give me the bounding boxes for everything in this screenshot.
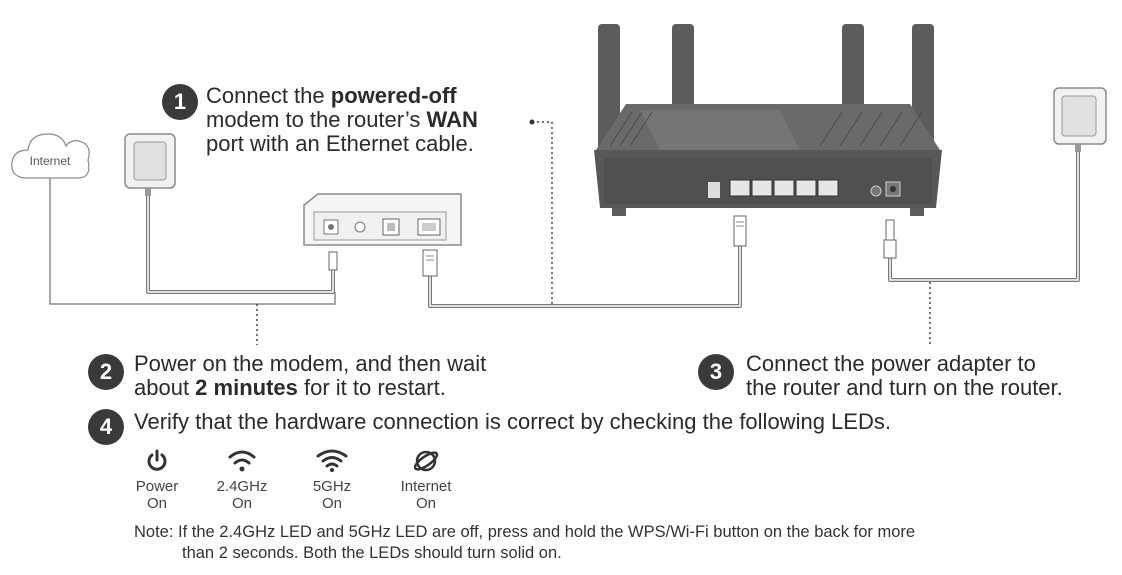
note: Note: If the 2.4GHz LED and 5GHz LED are…: [134, 522, 915, 564]
step-3-text: Connect the power adapter to the router …: [746, 352, 1063, 400]
step-number-badge: 4: [88, 409, 124, 445]
step-1-line2: modem to the router’s: [206, 107, 427, 132]
step-number-badge: 2: [88, 354, 124, 390]
power-icon: [117, 446, 197, 476]
internet-cloud: Internet: [11, 133, 90, 179]
step-1: 1 Connect the powered-off modem to the r…: [162, 84, 478, 156]
ethernet-cable: [428, 246, 742, 308]
leader-lines: [256, 121, 931, 345]
wifi-icon: [202, 446, 282, 476]
step-2-bold-minutes: 2 minutes: [195, 375, 298, 400]
step-2-line2-pre: about: [134, 375, 196, 400]
step-2-line1: Power on the modem, and then wait: [134, 351, 487, 376]
note-line2: than 2 seconds. Both the LEDs should tur…: [182, 544, 562, 562]
modem-power-adapter: [124, 133, 176, 196]
step-1-bold-powered-off: powered-off: [330, 83, 457, 108]
led-name: 2.4GHz: [216, 478, 268, 495]
cloud-label: Internet: [30, 154, 71, 168]
step-number-badge: 3: [698, 354, 734, 390]
modem: [303, 193, 462, 277]
step-1-bold-wan: WAN: [426, 107, 478, 132]
step-1-text: Connect the powered-off modem to the rou…: [206, 84, 478, 156]
led-2-4ghz: 2.4GHz On: [202, 446, 282, 512]
step-3-line2: the router and turn on the router.: [746, 375, 1063, 400]
led-5ghz: 5GHz On: [292, 446, 372, 512]
step-1-line3: port with an Ethernet cable.: [206, 131, 474, 156]
step-2-text: Power on the modem, and then wait about …: [134, 352, 486, 400]
step-4: 4 Verify that the hardware connection is…: [88, 409, 891, 445]
router: [594, 24, 942, 259]
step-2: 2 Power on the modem, and then wait abou…: [88, 352, 486, 400]
internet-line: [49, 178, 336, 305]
step-number-badge: 1: [162, 84, 198, 120]
led-name: 5GHz: [312, 478, 352, 495]
led-internet: Internet On: [386, 446, 466, 512]
led-name: Internet: [400, 478, 452, 495]
wifi-icon: [292, 446, 372, 476]
note-line1: Note: If the 2.4GHz LED and 5GHz LED are…: [134, 523, 916, 541]
step-2-line2-post: for it to restart.: [297, 375, 446, 400]
globe-icon: [386, 446, 466, 476]
led-state: On: [146, 495, 167, 512]
step-4-text: Verify that the hardware connection is c…: [134, 409, 891, 434]
step-3-line1: Connect the power adapter to: [746, 351, 1036, 376]
cables: [49, 178, 336, 305]
led-state: On: [321, 495, 342, 512]
led-state: On: [231, 495, 252, 512]
router-power-adapter: [1053, 87, 1107, 152]
led-name: Power: [135, 478, 179, 495]
led-state: On: [415, 495, 436, 512]
step-1-line1: Connect the: [206, 83, 331, 108]
led-power: Power On: [117, 446, 197, 512]
step-3: 3 Connect the power adapter to the route…: [698, 352, 1063, 400]
